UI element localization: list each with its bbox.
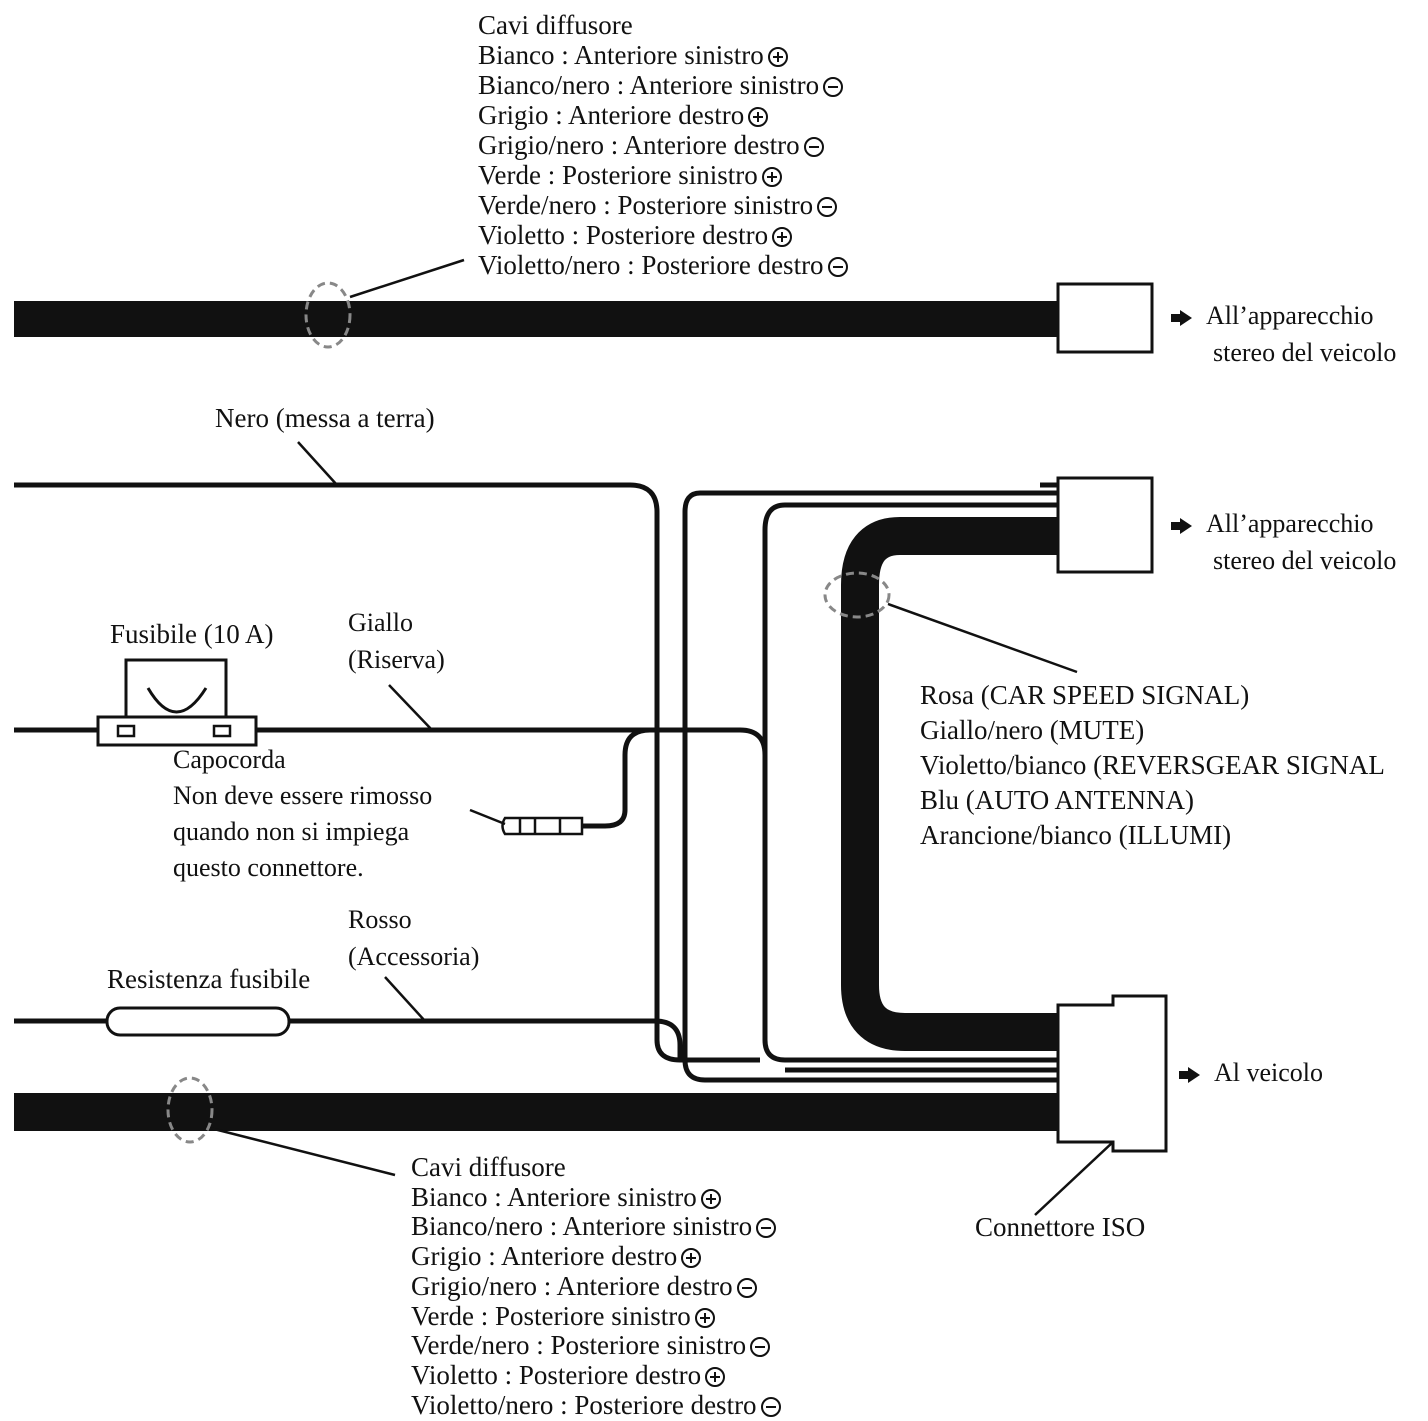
stereo-wire-1 [682,490,1058,1083]
signal-wire-item: Violetto/bianco (REVERSGEAR SIGNAL [920,750,1385,780]
terminal-label: Capocorda Non deve essere rimosso quando… [173,745,433,882]
plus-icon [772,227,793,247]
iso-leader [1034,1141,1114,1216]
signal-wire-item: Giallo/nero (MUTE) [920,715,1145,745]
signal-wire-item: Arancione/bianco (ILLUMI) [920,820,1232,850]
top-speaker-callout-ring [304,281,352,349]
top-speaker-labels: Cavi diffusore Bianco : Anteriore sinist… [478,10,848,280]
bottom-speaker-title: Cavi diffusore [411,1152,566,1182]
stereo-connector-mid [1056,476,1154,574]
red-leader [384,976,426,1022]
vehicle-destination: Al veicolo [1179,1054,1323,1091]
fuse-cap [124,658,228,719]
plus-icon [767,47,788,67]
bottom-speaker-line: Bianco : Anteriore sinistro [411,1182,781,1213]
plus-icon [761,167,782,187]
bottom-speaker-cable [14,1093,1060,1131]
minus-icon [823,77,844,97]
signal-wire-item: Rosa (CAR SPEED SIGNAL) [920,680,1250,710]
yellow-leader [388,684,433,731]
top-speaker-line: Bianco : Anteriore sinistro [478,40,848,70]
terminal-leader [469,808,506,826]
top-speaker-line: Bianco/nero : Anteriore sinistro [478,70,848,100]
terminal-branch-wire [580,727,740,829]
top-speaker-line: Verde/nero : Posteriore sinistro [478,190,848,220]
plus-icon [700,1188,721,1209]
arrow-right-icon [1171,310,1192,327]
plus-icon [681,1248,702,1269]
minus-icon [827,257,848,277]
fuse-resistor-label: Resistenza fusibile [107,964,311,994]
signal-callout-ring [823,571,891,619]
bottom-speaker-line: Violetto/nero : Posteriore destro [411,1390,781,1421]
top-speaker-leader [349,258,465,299]
signal-wire-labels: Rosa (CAR SPEED SIGNAL) Giallo/nero (MUT… [920,678,1385,853]
bottom-speaker-line: Grigio : Anteriore destro [411,1241,781,1272]
top-speaker-line: Violetto/nero : Posteriore destro [478,250,848,280]
ground-leader [297,441,338,486]
fuse-holder-slot-right [212,724,232,738]
fuse-element [146,687,208,714]
yellow-wire [14,727,768,756]
top-speaker-line: Violetto : Posteriore destro [478,220,848,250]
minus-icon [817,197,838,217]
fuse-resistor [105,1006,291,1037]
top-speaker-title: Cavi diffusore [478,10,633,40]
stereo-wire-2 [762,502,1058,1063]
bottom-speaker-leader [209,1126,396,1177]
signal-leader [887,602,1078,674]
arrow-right-icon [1171,518,1192,535]
ground-wire [14,482,760,1063]
stereo-destination-1: All’apparecchio stereo del veicolo [1171,297,1396,371]
minus-icon [760,1396,781,1417]
plus-icon [694,1307,715,1328]
top-speaker-line: Grigio : Anteriore destro [478,100,848,130]
minus-icon [756,1218,777,1239]
bottom-speaker-line: Grigio/nero : Anteriore destro [411,1271,781,1302]
plus-icon [705,1366,726,1387]
stereo-connector-top [1056,282,1154,354]
signal-wire-item: Blu (AUTO ANTENNA) [920,785,1194,815]
bottom-speaker-line: Violetto : Posteriore destro [411,1360,781,1391]
plus-icon [748,107,769,127]
minus-icon [750,1337,771,1358]
top-speaker-cable [14,301,1060,337]
iso-connector [1056,994,1168,1153]
signal-bundle [841,517,1058,1051]
bottom-speaker-line: Bianco/nero : Anteriore sinistro [411,1212,781,1242]
stereo-destination-2: All’apparecchio stereo del veicolo [1171,505,1396,579]
top-speaker-line: Grigio/nero : Anteriore destro [478,130,848,160]
red-wire-label: Rosso (Accessoria) [348,905,480,971]
bottom-speaker-callout-ring [166,1076,214,1144]
minus-icon [803,137,824,157]
iso-connector-label: Connettore ISO [975,1212,1146,1242]
terminal-plug [501,816,584,836]
fuse-holder-slot-left [116,724,136,738]
ground-wire-label: Nero (messa a terra) [215,403,435,433]
top-speaker-line: Verde : Posteriore sinistro [478,160,848,190]
fuse-label: Fusibile (10 A) [110,619,274,649]
bottom-speaker-labels: Cavi diffusore Bianco : Anteriore sinist… [411,1152,781,1421]
red-wire [14,1018,683,1060]
arrow-right-icon [1179,1067,1200,1084]
bottom-speaker-line: Verde : Posteriore sinistro [411,1301,781,1332]
minus-icon [736,1277,757,1298]
bottom-speaker-line: Verde/nero : Posteriore sinistro [411,1330,781,1361]
yellow-wire-label: Giallo (Riserva) [348,608,445,674]
